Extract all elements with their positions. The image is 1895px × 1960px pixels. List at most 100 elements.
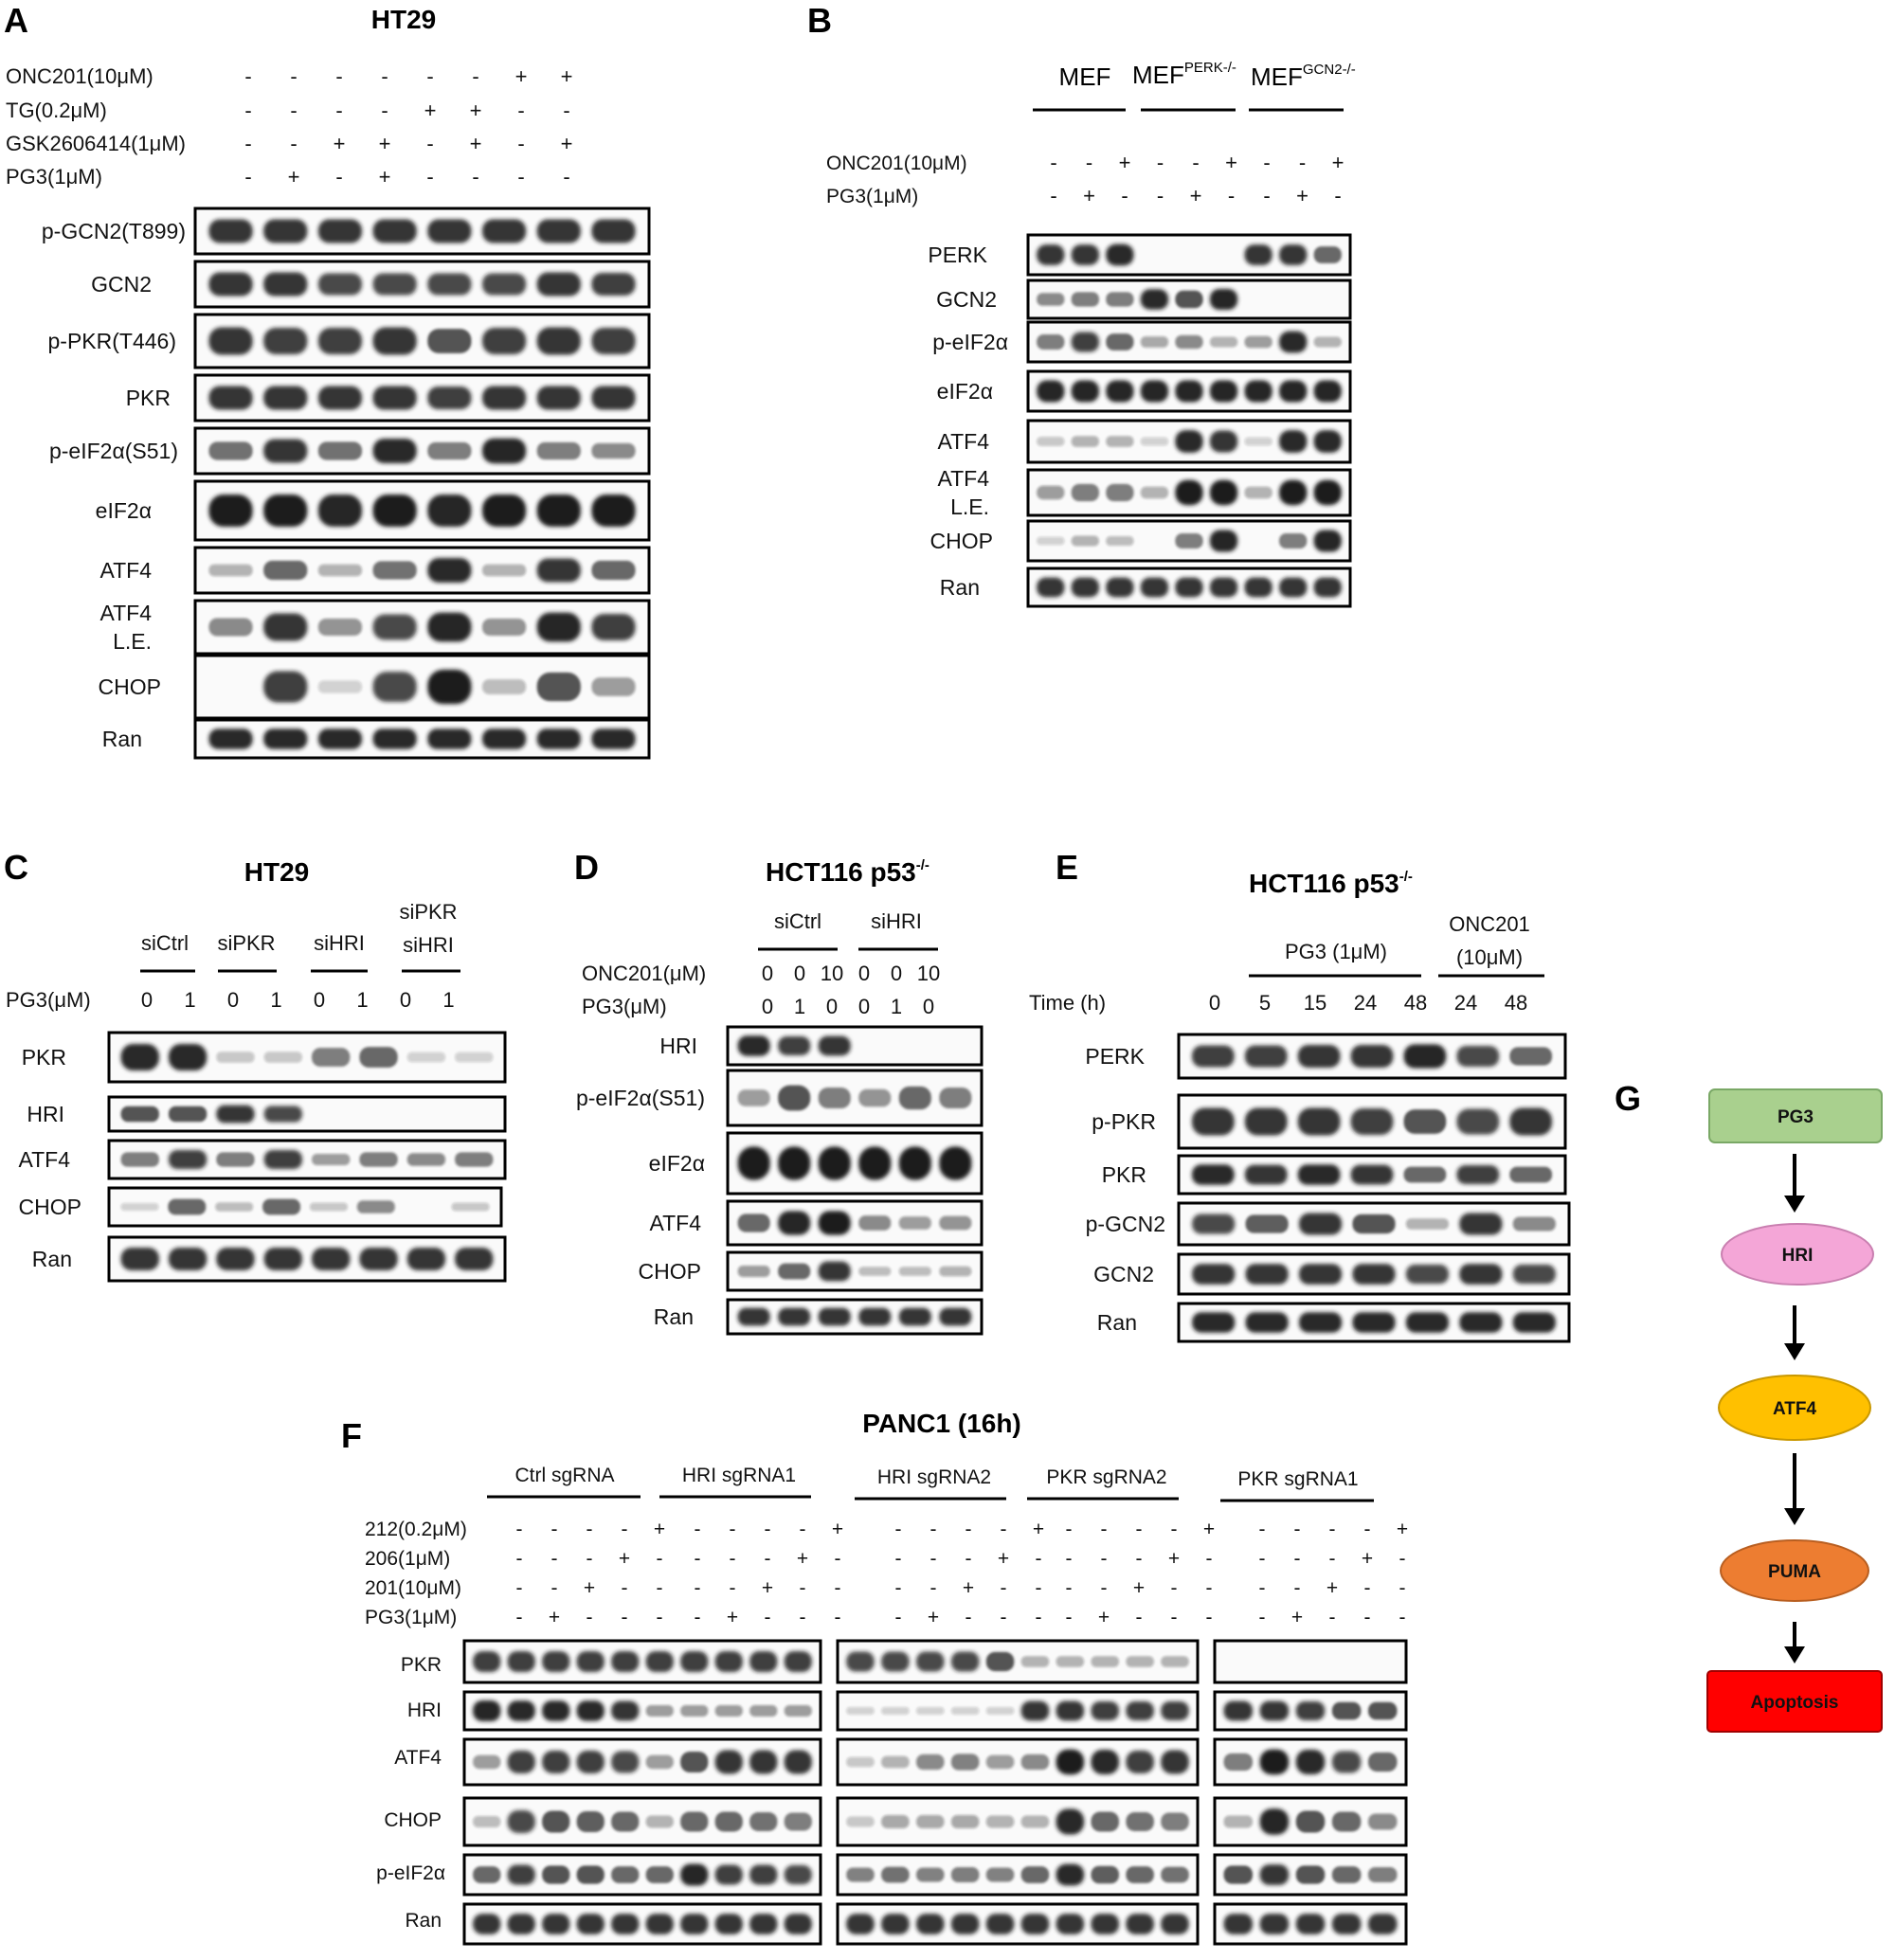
protein-band (1259, 1749, 1290, 1775)
condition-value: + (762, 1577, 773, 1599)
protein-band (372, 439, 417, 463)
protein-band (985, 1867, 1015, 1882)
condition-value: - (1171, 1577, 1178, 1599)
condition-label: 212(0.2μM) (365, 1519, 467, 1540)
protein-band (359, 1248, 398, 1270)
protein-band (1244, 380, 1272, 403)
protein-band (916, 1914, 945, 1934)
protein-band (858, 1215, 892, 1231)
protein-band (536, 494, 581, 528)
blot-strip: ATF4 (18, 1139, 507, 1180)
protein-band (481, 494, 527, 528)
protein-band (737, 1035, 770, 1056)
protein-band (216, 1152, 255, 1167)
protein-band (881, 1815, 910, 1828)
condition-value: 1 (442, 988, 454, 1012)
condition-label: GSK2606414(1μM) (6, 132, 186, 155)
blot-strip: Ran (102, 718, 651, 760)
protein-band (1245, 1214, 1289, 1233)
protein-band (473, 1914, 501, 1934)
protein-band (749, 1750, 778, 1774)
condition-label: TG(0.2μM) (6, 99, 107, 122)
blot-strip (836, 1690, 1200, 1732)
protein-band (1037, 293, 1065, 306)
condition-value: - (730, 1519, 736, 1540)
blot-label: PERK (928, 243, 987, 267)
blot-strip: p-GCN2 (1086, 1201, 1571, 1247)
protein-band (680, 1863, 709, 1886)
group-label: siHRI (871, 909, 922, 933)
condition-value: - (1157, 184, 1164, 207)
flow-arrowhead (1784, 1646, 1805, 1663)
protein-band (427, 441, 472, 460)
condition-value: - (1136, 1607, 1143, 1628)
condition-value: - (1050, 184, 1056, 207)
condition-value: - (1294, 1519, 1301, 1540)
protein-band (1091, 1914, 1119, 1934)
protein-band (1106, 380, 1134, 403)
condition-value: - (695, 1577, 701, 1599)
protein-band (536, 558, 581, 583)
blot-frame (193, 479, 651, 542)
blot-label: ATF4 (937, 429, 989, 454)
protein-band (406, 1248, 446, 1270)
protein-band (881, 1755, 910, 1769)
condition-values: ----+----+----+----+----+ (516, 1519, 1409, 1540)
condition-value: 0 (400, 988, 411, 1012)
protein-band (1297, 1107, 1341, 1136)
condition-label: PG3(1μM) (365, 1607, 457, 1628)
blot-frame (107, 1031, 507, 1084)
condition-value: - (516, 1577, 523, 1599)
condition-value: 10 (821, 962, 843, 985)
panel-a-letter: A (4, 1, 28, 40)
condition-value: - (1334, 184, 1341, 207)
condition-value: - (426, 64, 433, 88)
condition-value: - (551, 1548, 558, 1570)
condition-value: - (622, 1577, 628, 1599)
protein-band (1313, 246, 1342, 263)
flow-arrowhead (1784, 1343, 1805, 1360)
protein-band (714, 1914, 743, 1934)
condition-value: - (472, 64, 478, 88)
protein-band (168, 1043, 208, 1071)
condition-value: + (1033, 1519, 1044, 1540)
protein-band (749, 1705, 778, 1717)
blot-frame (193, 654, 651, 720)
condition-value: + (515, 64, 528, 88)
flow-node-hri (1721, 1223, 1874, 1286)
protein-band (1161, 1656, 1189, 1667)
blot-label: eIF2α (96, 498, 152, 523)
blot-frame (193, 313, 651, 369)
condition-value: - (1206, 1548, 1213, 1570)
condition-value: 0 (858, 962, 870, 985)
condition-value: + (424, 99, 437, 122)
panel-g-letter: G (1615, 1079, 1641, 1118)
protein-band (427, 669, 472, 705)
protein-band (1209, 530, 1238, 552)
protein-band (1244, 1045, 1288, 1068)
protein-band (1456, 1108, 1500, 1135)
protein-band (1209, 479, 1238, 506)
protein-band (263, 386, 308, 410)
protein-band (1209, 289, 1238, 310)
protein-band (576, 1811, 605, 1832)
blot-label: Ran (405, 1910, 442, 1932)
protein-band (1071, 244, 1099, 265)
condition-value: - (1329, 1607, 1336, 1628)
blot-strip: ATF4 (99, 546, 651, 595)
condition-value: 1 (356, 988, 368, 1012)
protein-band (737, 1089, 770, 1106)
panel-e-letter: E (1056, 848, 1078, 887)
protein-band (1279, 244, 1308, 265)
blot-label: Ran (940, 575, 980, 600)
protein-band (1161, 1701, 1189, 1720)
condition-value: - (895, 1577, 902, 1599)
blot-label: PKR (22, 1045, 66, 1070)
protein-band (737, 1214, 770, 1232)
protein-band (406, 1153, 446, 1166)
condition-value: - (765, 1607, 771, 1628)
condition-value: - (244, 64, 251, 88)
condition-value: - (1066, 1607, 1073, 1628)
blot-label: ATF4 (649, 1211, 701, 1235)
